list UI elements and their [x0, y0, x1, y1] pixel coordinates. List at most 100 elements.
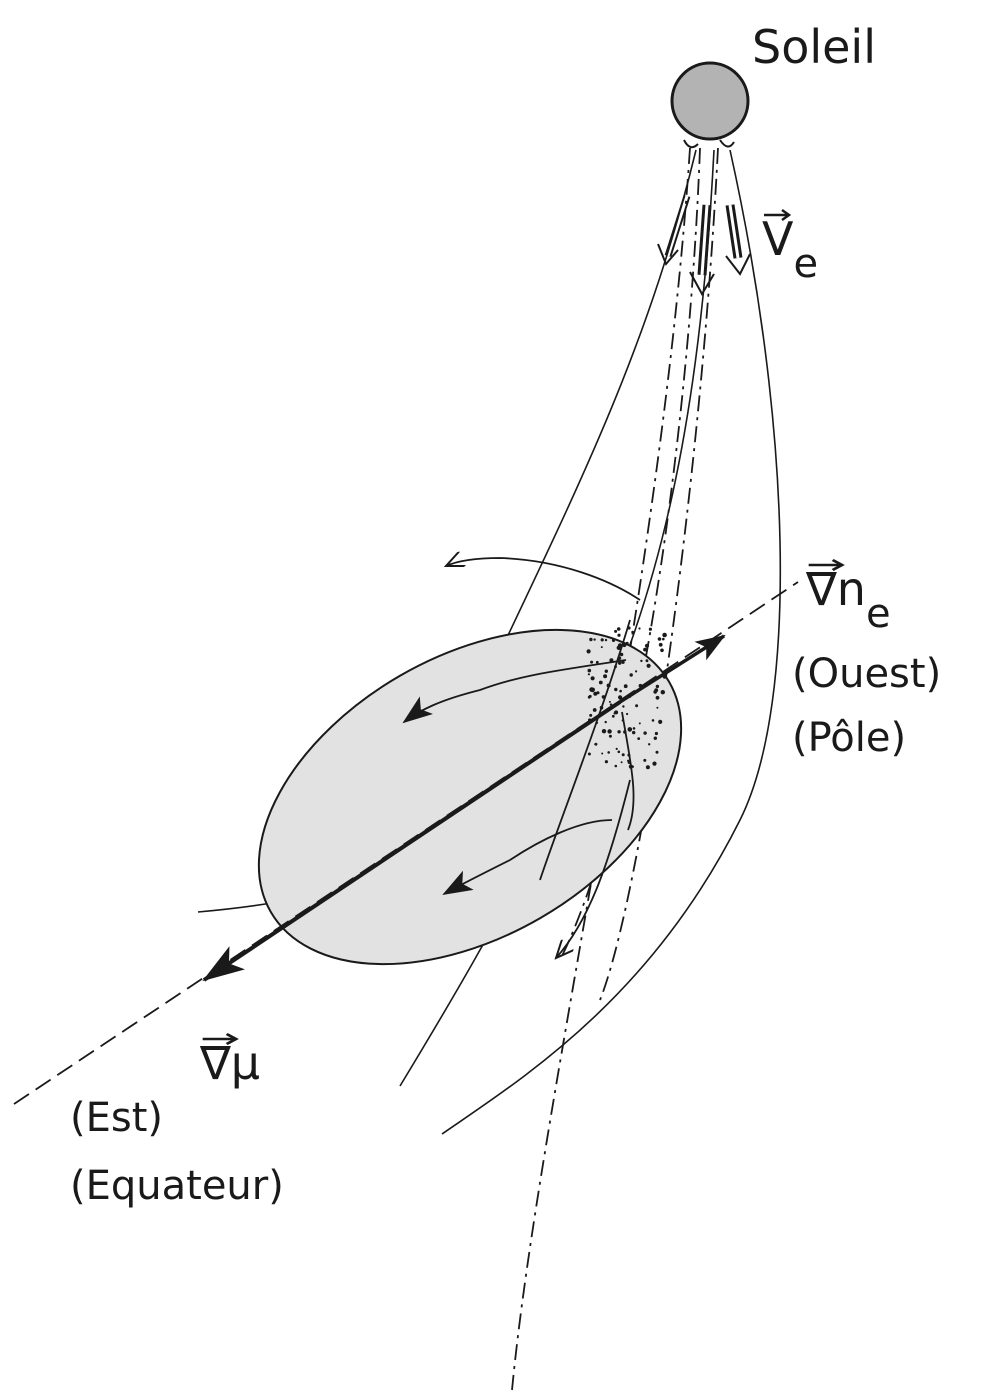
stipple-dot [627, 759, 630, 762]
ve-label: V e [762, 208, 818, 284]
stipple-dot [643, 731, 647, 735]
stipple-dot [608, 734, 612, 738]
stipple-dot [609, 658, 614, 663]
stipple-dot [594, 742, 598, 746]
stipple-dot [604, 760, 609, 764]
stipple-dot [593, 691, 598, 696]
stipple-dot [637, 737, 641, 740]
stipple-dot [658, 642, 663, 647]
stipple-dot [604, 638, 608, 642]
stipple-dot [655, 684, 660, 689]
stipple-dot [601, 752, 604, 755]
ve-vector-symbol: V [762, 208, 793, 262]
stipple-dot [621, 660, 625, 664]
stipple-dot [599, 705, 604, 710]
stipple-dot [655, 695, 660, 700]
stipple-dot [646, 663, 651, 668]
stipple-dot [640, 659, 643, 663]
stipple-dot [627, 753, 631, 757]
stipple-dot [593, 638, 596, 641]
stipple-dot [638, 722, 641, 725]
stipple-dot [648, 743, 651, 746]
stipple-dot [645, 765, 650, 770]
stipple-dot [655, 750, 659, 754]
stipple-dot [608, 700, 611, 703]
stipple-dot [656, 706, 659, 709]
stipple-dot [658, 719, 663, 725]
stipple-dot [628, 764, 634, 769]
stipple-dot [617, 633, 621, 637]
stipple-dot [632, 727, 636, 730]
sun-flare-marks [683, 139, 735, 149]
stipple-dot [618, 695, 623, 700]
stipple-dot [587, 668, 592, 673]
stipple-dot [654, 731, 659, 736]
grad-ne-symbol: ∇n [806, 562, 866, 616]
stipple-dot [600, 646, 603, 649]
stipple-dot [631, 630, 635, 634]
stipple-dot [643, 647, 647, 652]
stipple-dot [629, 673, 633, 677]
dotted-region [586, 626, 667, 770]
stipple-dot [618, 661, 622, 665]
sun-label: Soleil [752, 20, 876, 74]
stipple-dot [631, 765, 634, 768]
stipple-dot [620, 761, 623, 764]
stipple-dot [611, 638, 616, 643]
stipple-dot [615, 747, 618, 751]
ve-subscript: e [793, 241, 819, 287]
stipple-dot [660, 690, 665, 695]
stipple-dot [632, 730, 636, 735]
stipple-dot [621, 753, 625, 757]
stipple-dot [616, 645, 621, 650]
grad-mu-label: ∇μ [200, 1032, 260, 1086]
stipple-dot [589, 637, 593, 642]
vector-arrow-icon [764, 208, 792, 222]
stipple-dot [614, 687, 618, 692]
stipple-dot [626, 712, 629, 716]
stipple-dot [604, 720, 607, 724]
stipple-dot [607, 729, 612, 734]
stipple-dot [600, 638, 604, 642]
stipple-dot [619, 652, 624, 657]
stipple-dot [645, 659, 649, 662]
stipple-dot [613, 712, 616, 715]
stipple-dot [598, 680, 603, 685]
east-label: (Est) [70, 1095, 164, 1141]
stipple-dot [616, 627, 621, 631]
stipple-dot [590, 660, 594, 664]
stipple-dot [643, 758, 647, 762]
stipple-dot [589, 687, 594, 692]
stipple-dot [619, 689, 622, 693]
stipple-dot [662, 637, 665, 641]
stipple-dot [587, 752, 591, 756]
stipple-dot [635, 670, 638, 673]
sun-disc [670, 61, 750, 141]
stipple-dot [660, 648, 664, 653]
grad-ne-vector-symbol: ∇n [806, 558, 866, 612]
grad-ne-subscript: e [865, 591, 891, 637]
stipple-dot [623, 730, 627, 734]
stipple-dot [592, 708, 597, 712]
solar-wind-arrows [657, 194, 751, 297]
ve-symbol: V [762, 212, 794, 266]
stipple-dot [618, 658, 620, 661]
stipple-dot [595, 721, 598, 725]
stipple-dot [590, 676, 595, 681]
stipple-dot [601, 695, 606, 699]
grad-ne-arrow [611, 634, 726, 709]
stipple-dot [614, 764, 618, 768]
equator-label: (Equateur) [70, 1163, 284, 1209]
stipple-dot [607, 751, 610, 754]
stipple-dot [595, 660, 599, 664]
stipple-dot [622, 705, 625, 708]
stipple-dot [627, 727, 633, 732]
stipple-dot [627, 626, 631, 630]
comet-ellipse [257, 628, 683, 966]
stipple-dot [623, 684, 628, 689]
stipple-dot [654, 688, 659, 693]
stipple-dot [625, 641, 629, 645]
stipple-dot [657, 637, 662, 641]
stipple-dot [644, 643, 650, 648]
stipple-dot [638, 627, 641, 630]
